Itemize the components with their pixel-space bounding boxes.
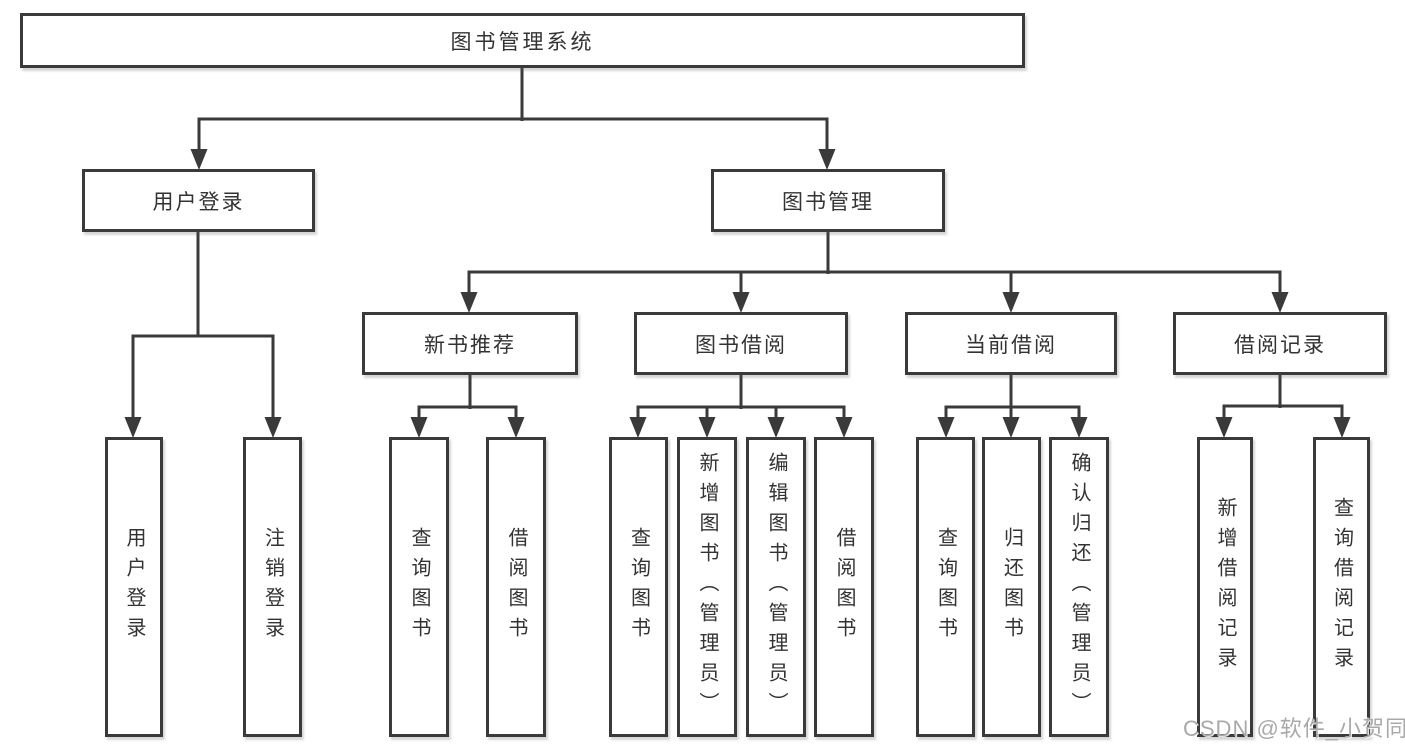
leaf-logout: 注销登录 (243, 437, 302, 737)
node-label: 归还图书 (1000, 527, 1023, 647)
node-label: 图书管理系统 (450, 30, 595, 54)
node-label: 注销登录 (261, 527, 284, 647)
node-label: 查询图书 (627, 527, 650, 647)
leaf-confirm-return-admin: 确认归还（管理员） (1049, 437, 1109, 737)
arrowheads-root (190, 149, 836, 170)
connector-current-borrow (944, 375, 1081, 420)
node-book-borrow: 图书借阅 (634, 312, 848, 375)
node-label: 借阅图书 (505, 527, 527, 647)
arrowheads-user-login (124, 417, 282, 438)
node-label: 确认归还（管理员） (1068, 452, 1090, 722)
arrowheads-new-books (410, 417, 525, 438)
node-label: 图书管理 (782, 190, 874, 214)
node-label: 图书借阅 (695, 333, 787, 357)
leaf-query-books-current: 查询图书 (916, 437, 975, 737)
node-borrow-records: 借阅记录 (1173, 312, 1387, 375)
csdn-watermark: CSDN @软件_小贺同学 (1183, 716, 1405, 741)
leaf-query-books-recommend: 查询图书 (389, 437, 449, 737)
node-label: 查询图书 (934, 527, 957, 647)
leaf-add-books-admin: 新增图书（管理员） (677, 437, 737, 737)
leaf-add-borrow-record: 新增借阅记录 (1197, 437, 1253, 737)
node-label: 新增图书（管理员） (696, 452, 718, 722)
connector-borrow-records (1222, 375, 1344, 420)
node-label: 新书推荐 (424, 333, 516, 357)
node-new-book-recommend: 新书推荐 (362, 312, 578, 375)
node-label: 借阅记录 (1234, 333, 1326, 357)
node-label: 查询借阅记录 (1330, 497, 1353, 677)
node-label: 用户登录 (123, 527, 145, 647)
arrowheads-book-management (460, 292, 1289, 313)
arrowheads-borrow-records (1215, 417, 1351, 438)
node-label: 查询图书 (408, 527, 430, 647)
leaf-edit-books-admin: 编辑图书（管理员） (746, 437, 806, 737)
leaf-return-books: 归还图书 (982, 437, 1041, 737)
node-root: 图书管理系统 (20, 13, 1025, 68)
node-book-management: 图书管理 (711, 169, 945, 232)
node-user-login: 用户登录 (82, 169, 315, 232)
connector-book-management (467, 232, 1282, 295)
node-label: 编辑图书（管理员） (765, 452, 787, 722)
connector-root (197, 68, 829, 152)
arrowheads-current-borrow (937, 417, 1088, 438)
node-label: 用户登录 (152, 190, 245, 214)
node-label: 新增借阅记录 (1214, 497, 1236, 677)
node-label: 借阅图书 (833, 527, 855, 647)
node-current-borrow: 当前借阅 (905, 312, 1117, 375)
leaf-borrow-books-recommend: 借阅图书 (486, 437, 546, 737)
leaf-query-borrow-record: 查询借阅记录 (1313, 437, 1370, 737)
arrowheads-book-borrow (629, 417, 853, 438)
connector-new-books (417, 375, 518, 420)
leaf-user-login: 用户登录 (105, 437, 163, 737)
connector-user-login (131, 232, 275, 420)
connector-book-borrow (636, 375, 846, 420)
leaf-borrow-books: 借阅图书 (814, 437, 874, 737)
leaf-query-books-borrow: 查询图书 (609, 437, 668, 737)
node-label: 当前借阅 (965, 333, 1057, 357)
